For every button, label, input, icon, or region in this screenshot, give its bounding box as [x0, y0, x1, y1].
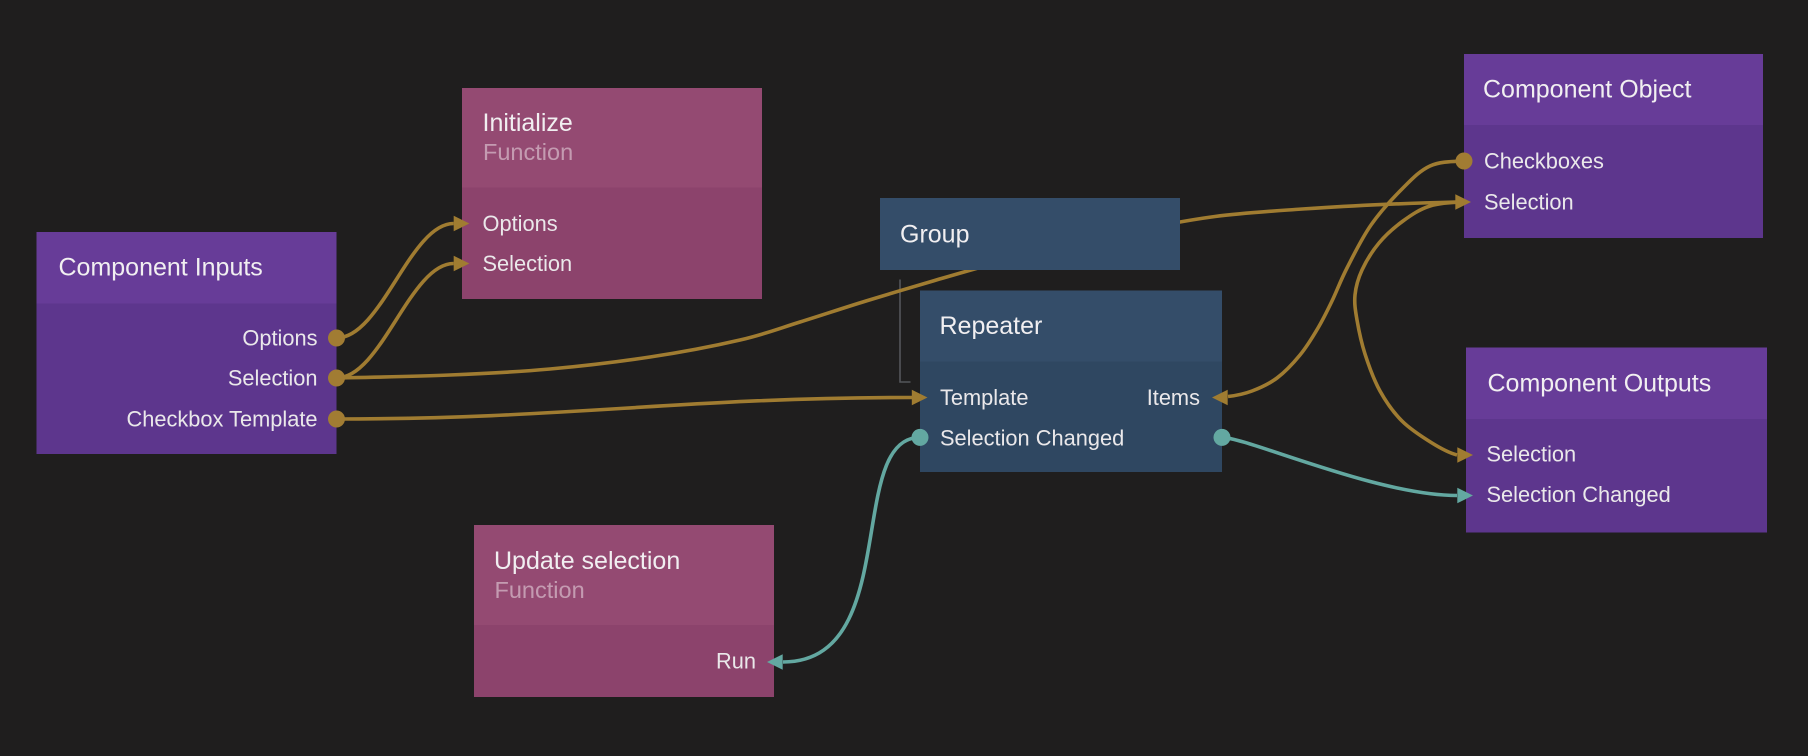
svg-text:Repeater: Repeater: [940, 312, 1043, 340]
svg-text:Component Inputs: Component Inputs: [59, 254, 263, 282]
svg-text:Template: Template: [940, 385, 1028, 410]
svg-text:Update selection: Update selection: [494, 547, 680, 575]
svg-text:Selection: Selection: [483, 251, 573, 276]
svg-text:Run: Run: [716, 649, 756, 674]
svg-text:Selection: Selection: [1487, 442, 1577, 467]
svg-text:Function: Function: [483, 139, 573, 165]
svg-text:Component Object: Component Object: [1483, 75, 1692, 103]
svg-text:Options: Options: [242, 326, 317, 351]
svg-text:Selection: Selection: [228, 366, 318, 391]
svg-text:Component Outputs: Component Outputs: [1488, 369, 1712, 397]
svg-text:Checkbox Template: Checkbox Template: [126, 407, 317, 432]
svg-text:Initialize: Initialize: [483, 109, 573, 137]
svg-text:Group: Group: [900, 220, 969, 248]
svg-text:Checkboxes: Checkboxes: [1484, 149, 1604, 174]
svg-text:Selection Changed: Selection Changed: [1487, 482, 1671, 507]
svg-text:Items: Items: [1147, 385, 1200, 410]
svg-text:Selection: Selection: [1484, 190, 1574, 215]
svg-text:Function: Function: [495, 577, 585, 603]
svg-text:Selection Changed: Selection Changed: [940, 425, 1124, 450]
svg-text:Options: Options: [483, 211, 558, 236]
